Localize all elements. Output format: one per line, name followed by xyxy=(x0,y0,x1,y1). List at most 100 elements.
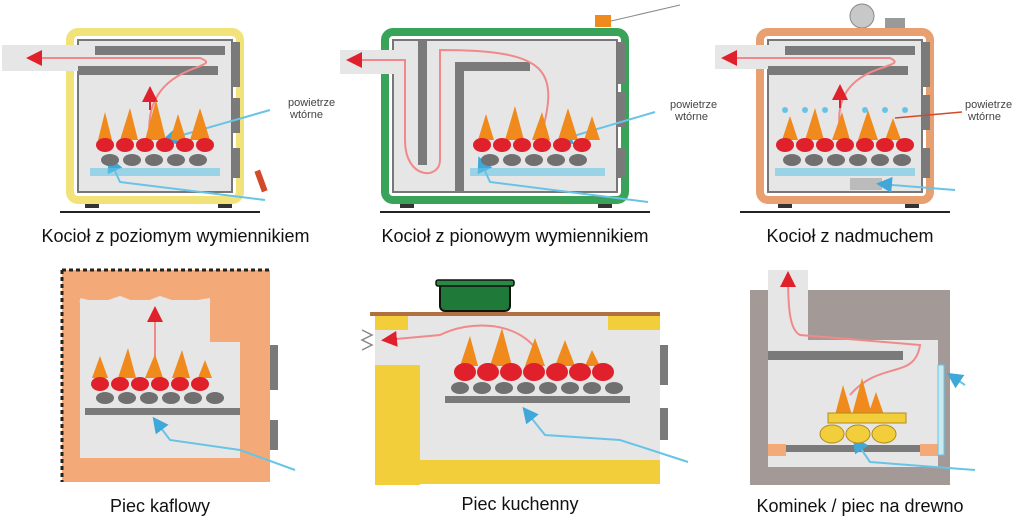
cooking-pot xyxy=(439,282,511,312)
thermostat xyxy=(595,15,611,27)
coal xyxy=(184,392,202,404)
coal xyxy=(189,154,207,166)
grate xyxy=(470,168,605,176)
ash-door xyxy=(660,408,668,440)
coal xyxy=(91,377,109,391)
coal xyxy=(473,382,491,394)
coal xyxy=(206,392,224,404)
coal xyxy=(96,392,114,404)
coal xyxy=(156,138,174,152)
secondary-air-label-line2: wtórne xyxy=(674,111,708,123)
loading-door xyxy=(232,98,240,133)
coal xyxy=(583,382,601,394)
upper-door xyxy=(232,42,240,87)
coal xyxy=(191,377,209,391)
coal xyxy=(513,138,531,152)
baffle-plate xyxy=(785,46,915,55)
ash-door xyxy=(617,148,625,178)
hearth-grate xyxy=(768,445,938,452)
flue-gas-arrow xyxy=(381,324,541,356)
firebox xyxy=(420,365,660,460)
blower-fan xyxy=(849,3,875,29)
coal xyxy=(796,138,814,152)
coal xyxy=(896,138,914,152)
air-nozzle xyxy=(782,107,788,113)
flames xyxy=(98,100,210,140)
coal xyxy=(876,138,894,152)
coal xyxy=(523,363,545,381)
flames xyxy=(92,348,212,378)
coal xyxy=(592,363,614,381)
primary-air-arrow xyxy=(152,416,296,471)
coal xyxy=(539,382,557,394)
combustion-chamber xyxy=(767,39,923,193)
coal xyxy=(836,138,854,152)
flue-channel xyxy=(375,330,660,365)
fuel-bed xyxy=(775,108,915,176)
coal xyxy=(533,138,551,152)
caption-fireplace: Kominek / piec na drewno xyxy=(756,496,964,516)
chimney-connector xyxy=(360,329,374,351)
flue-gas-arrow xyxy=(780,271,922,396)
ash-door xyxy=(270,420,278,450)
vertical-baffle xyxy=(418,40,427,165)
baffle-plate xyxy=(95,46,225,55)
coal xyxy=(162,392,180,404)
loading-door xyxy=(617,92,625,127)
coal xyxy=(517,382,535,394)
coal xyxy=(495,382,513,394)
flue-gas-arrow xyxy=(26,50,208,141)
coal xyxy=(167,154,185,166)
coal xyxy=(573,138,591,152)
boiler-horizontal-exchanger: powietrze wtórne xyxy=(2,28,335,213)
flames xyxy=(460,328,600,366)
baffle-plate xyxy=(78,66,218,75)
fuel-bed xyxy=(90,100,220,176)
coal xyxy=(451,382,469,394)
coal xyxy=(151,377,169,391)
air-nozzle xyxy=(802,107,808,113)
primary-air-arrow xyxy=(852,436,976,471)
fuel-bed xyxy=(91,348,224,404)
coal xyxy=(856,138,874,152)
secondary-air-pointer xyxy=(894,111,963,119)
vertical-baffle xyxy=(455,62,464,192)
blower-inlet xyxy=(850,178,882,190)
caption-boiler-vertical: Kocioł z pionowym wymiennikiem xyxy=(381,226,649,246)
flue-gas-arrow xyxy=(346,48,550,175)
secondary-air-arrow xyxy=(946,372,966,389)
coal xyxy=(805,154,823,166)
secondary-air-label-line1: powietrze xyxy=(288,97,335,109)
log-end xyxy=(819,424,845,444)
coal xyxy=(776,138,794,152)
control-cable xyxy=(610,4,681,22)
secondary-air-label-line1: powietrze xyxy=(965,99,1012,111)
coal xyxy=(547,154,565,166)
grate xyxy=(85,408,240,415)
coal xyxy=(783,154,801,166)
coal xyxy=(500,363,522,381)
flames xyxy=(478,106,600,140)
coal xyxy=(196,138,214,152)
tile-stove xyxy=(60,268,296,482)
firebrick xyxy=(920,444,938,456)
fire-door xyxy=(270,345,278,390)
coal xyxy=(849,154,867,166)
coal xyxy=(561,382,579,394)
baffle-plate xyxy=(455,62,530,71)
coal xyxy=(176,138,194,152)
caption-tile-stove: Piec kaflowy xyxy=(109,496,211,516)
coal xyxy=(477,363,499,381)
coal xyxy=(96,138,114,152)
wood-logs xyxy=(819,378,907,444)
primary-air-arrow xyxy=(522,406,689,463)
coal xyxy=(569,363,591,381)
coal xyxy=(546,363,568,381)
grate xyxy=(90,168,220,176)
coal xyxy=(553,138,571,152)
coal xyxy=(473,138,491,152)
coal xyxy=(116,138,134,152)
fuel-bed xyxy=(470,106,605,176)
primary-air-arrow xyxy=(107,156,266,201)
